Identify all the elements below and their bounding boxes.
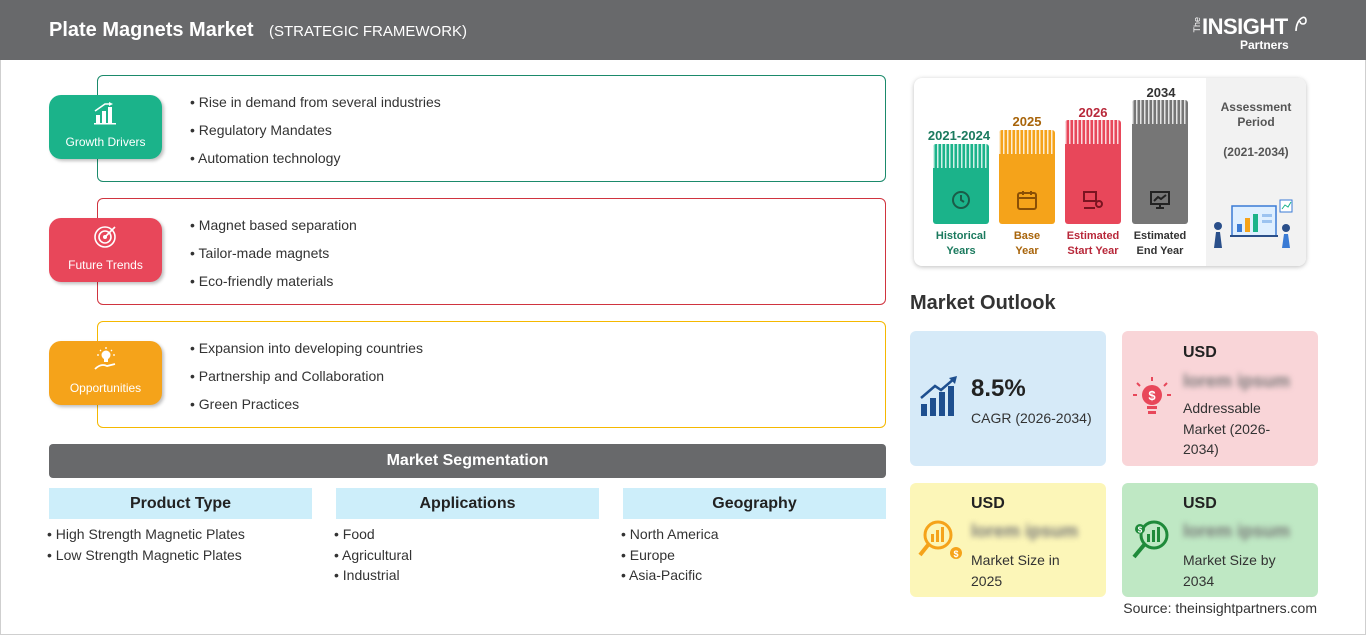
bar-base [999, 130, 1055, 224]
list-item: • Asia-Pacific [621, 567, 703, 583]
source-citation: Source: theinsightpartners.com [1123, 600, 1317, 616]
svg-text:$: $ [1148, 388, 1156, 403]
geography-list: • North America • Europe • Asia-Pacific [621, 526, 719, 588]
bar-start [1065, 120, 1121, 224]
list-item: • Agricultural [334, 546, 413, 563]
segment-head-applications: Applications [336, 488, 599, 519]
list-item: • Industrial [334, 567, 400, 583]
size-2025-value: lorem ipsum [971, 521, 1079, 541]
list-item: • Eco-friendly materials [190, 273, 334, 289]
year-label-base: 2025 [1012, 114, 1042, 129]
badge-label: Growth Drivers [65, 135, 146, 149]
badge-label: Future Trends [68, 258, 143, 272]
list-item: • Europe [621, 546, 675, 563]
growth-drivers-list: • Rise in demand from several industries… [190, 94, 441, 178]
opportunities-badge: Opportunities [49, 341, 162, 405]
future-trends-box: • Magnet based separation • Tailor-made … [97, 198, 886, 305]
segment-head-product-type: Product Type [49, 488, 312, 519]
year-label-start: 2026 [1078, 105, 1108, 120]
list-item: • Magnet based separation [190, 217, 357, 233]
addressable-usd: USD [1183, 344, 1217, 361]
list-item: • Food [334, 526, 375, 542]
opportunities-list: • Expansion into developing countries • … [190, 340, 423, 424]
page-subtitle: (STRATEGIC FRAMEWORK) [269, 23, 468, 40]
dollar-bulb-icon: $ [1133, 377, 1171, 414]
svg-text:$: $ [1138, 526, 1143, 535]
insight-partners-logo: The INSIGHT Partners [1190, 11, 1308, 53]
list-item: • Expansion into developing countries [190, 340, 423, 356]
list-item: • Low Strength Magnetic Plates [47, 546, 242, 563]
svg-text:$: $ [953, 549, 958, 559]
bar-end [1132, 100, 1188, 224]
presentation-icon [1083, 191, 1103, 209]
history-icon [952, 191, 970, 209]
monitor-chart-icon [1150, 191, 1170, 209]
list-item: • High Strength Magnetic Plates [47, 526, 245, 542]
list-item: • Partnership and Collaboration [190, 368, 385, 384]
product-type-list: • High Strength Magnetic Plates • Low St… [47, 526, 245, 567]
list-item: • North America [621, 526, 719, 542]
analytics-people-icon [1214, 199, 1293, 248]
magnifier-chart-icon: $ [1132, 520, 1169, 559]
calendar-icon [1017, 191, 1037, 210]
size-2025-usd: USD [971, 495, 1005, 512]
cagr-value: 8.5% [971, 375, 1026, 402]
future-trends-badge: Future Trends [49, 218, 162, 282]
cagr-label: CAGR (2026-2034) [971, 410, 1092, 426]
list-item: • Regulatory Mandates [190, 122, 332, 138]
badge-label: Opportunities [69, 381, 142, 395]
list-item: • Rise in demand from several industries [190, 94, 441, 110]
magnifier-chart-icon: $ [918, 520, 962, 559]
growth-drivers-box: • Rise in demand from several industries… [97, 75, 886, 182]
size-2034-usd: USD [1183, 495, 1217, 512]
list-item: • Tailor-made magnets [190, 245, 330, 261]
header-bar: Plate Magnets Market (STRATEGIC FRAMEWOR… [0, 0, 1366, 60]
list-item: • Automation technology [190, 150, 341, 166]
bar-chart-up-icon [94, 102, 116, 125]
target-icon [94, 226, 116, 248]
page-title: Plate Magnets Market [49, 19, 254, 41]
future-trends-list: • Magnet based separation • Tailor-made … [190, 217, 357, 301]
market-outlook-title: Market Outlook [910, 292, 1056, 314]
addressable-value: lorem ipsum [1183, 371, 1291, 391]
opportunities-box: • Expansion into developing countries • … [97, 321, 886, 428]
size-2034-value: lorem ipsum [1183, 521, 1291, 541]
logo-swoosh-icon [1295, 16, 1307, 32]
segment-head-geography: Geography [623, 488, 886, 519]
growth-chart-icon [920, 376, 957, 416]
lightbulb-hand-icon [94, 347, 116, 370]
bar-historical [933, 144, 989, 224]
market-segmentation-header: Market Segmentation [49, 444, 886, 478]
applications-list: • Food • Agricultural • Industrial [334, 526, 412, 588]
year-label-historical: 2021-2024 [927, 128, 991, 143]
cagr-card: 8.5% CAGR (2026-2034) [910, 331, 1106, 466]
list-item: • Green Practices [190, 396, 300, 412]
growth-drivers-badge: Growth Drivers [49, 95, 162, 159]
year-label-end: 2034 [1146, 85, 1176, 100]
